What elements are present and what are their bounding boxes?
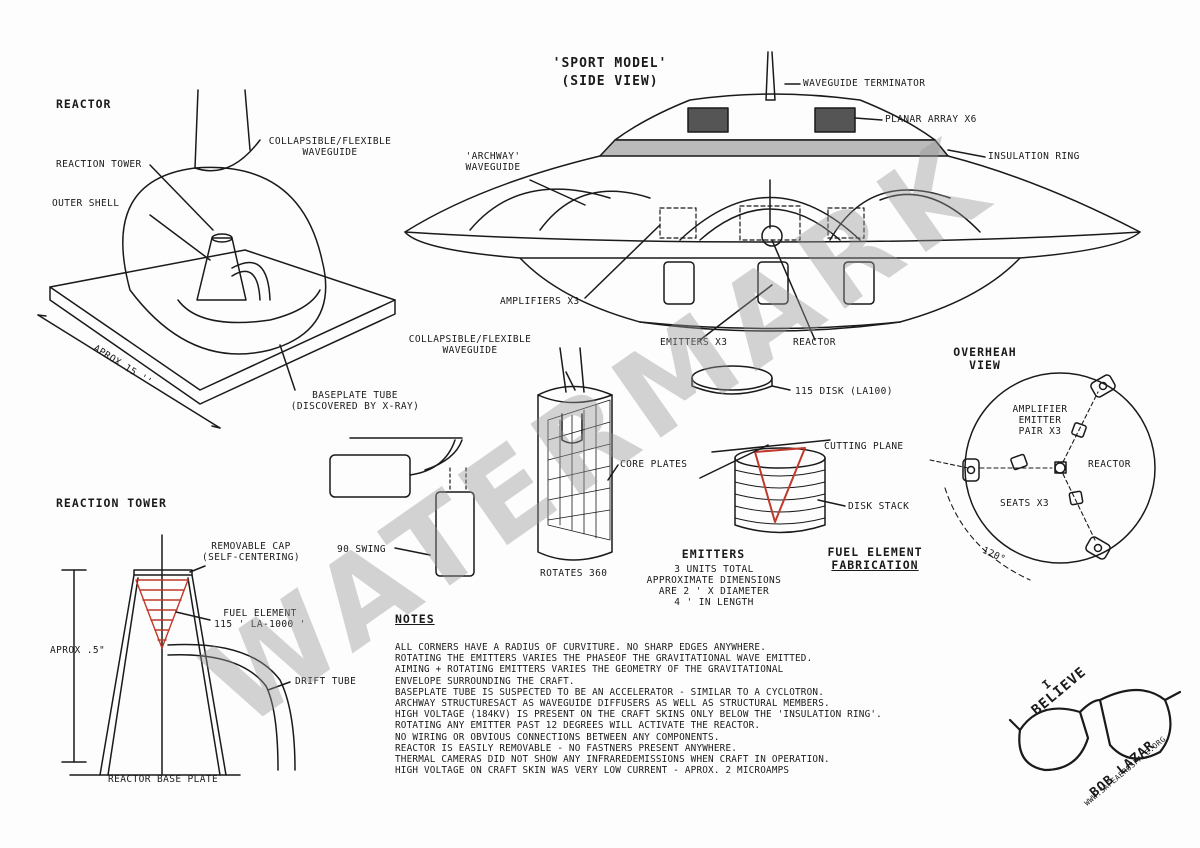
overhead-title-1: OVERHEAH: [953, 345, 1017, 359]
reactor-label-tower: REACTION TOWER: [56, 159, 142, 170]
label-planar-array: PLANAR ARRAY X6: [885, 114, 977, 125]
tower-drift-tube: DRIFT TUBE: [295, 676, 357, 687]
reactor-drawing: [37, 89, 396, 429]
notes-list: ALL CORNERS HAVE A RADIUS OF CURVITURE. …: [395, 642, 882, 776]
label-cutting-plane: CUTTING PLANE: [824, 441, 904, 452]
note-line: THERMAL CAMERAS DID NOT SHOW ANY INFRARE…: [395, 754, 830, 766]
note-line: HIGH VOLTAGE ON CRAFT SKIN WAS VERY LOW …: [395, 765, 790, 777]
label-rotates: ROTATES 360: [540, 568, 608, 579]
reactor-baseplate-1: BASEPLATE TUBE: [312, 390, 398, 401]
emitters-line-2: APPROXIMATE DIMENSIONS: [646, 575, 782, 586]
label-emitters: EMITTERS X3: [660, 337, 728, 348]
tower-base-plate: REACTOR BASE PLATE: [108, 774, 219, 785]
overhead-amplifier-1: AMPLIFIER: [1012, 404, 1068, 415]
note-line: ROTATING ANY EMITTER PAST 12 DEGREES WIL…: [395, 720, 761, 732]
label-reactor: REACTOR: [793, 337, 836, 348]
fuel-fab-title-2: FABRICATION: [831, 558, 919, 572]
emitters-line-1: 3 UNITS TOTAL: [674, 564, 754, 575]
overhead-seats: SEATS X3: [1000, 498, 1049, 509]
reactor-label-outer-shell: OUTER SHELL: [52, 198, 120, 209]
reactor-collapsible-1: COLLAPSIBLE/FLEXIBLE: [268, 136, 392, 147]
note-line: ROTATING THE EMITTERS VARIES THE PHASEOF…: [395, 653, 813, 665]
note-line: ALL CORNERS HAVE A RADIUS OF CURVITURE. …: [395, 642, 767, 653]
reactor-heading: REACTOR: [56, 97, 112, 111]
label-90-swing: 90 SWING: [337, 544, 386, 555]
tower-cap-1: REMOVABLE CAP: [211, 541, 291, 552]
reactor-collapsible-2: WAVEGUIDE: [302, 147, 358, 158]
overhead-view-drawing: [929, 372, 1156, 581]
label-waveguide-terminator: WAVEGUIDE TERMINATOR: [803, 78, 926, 89]
note-line: REACTOR IS EASILY REMOVABLE - NO FASTNER…: [395, 742, 738, 754]
emitters-line-4: 4 ' IN LENGTH: [674, 597, 754, 608]
fuel-fab-title-1: FUEL ELEMENT: [827, 545, 923, 559]
label-amplifiers: AMPLIFIERS X3: [500, 296, 580, 307]
overhead-amplifier-2: EMITTER: [1018, 415, 1062, 426]
overhead-reactor: REACTOR: [1088, 459, 1131, 470]
tower-aprox: APROX .5": [50, 645, 106, 656]
title-line-1: 'SPORT MODEL': [552, 56, 668, 71]
tower-fuel-1: FUEL ELEMENT: [223, 608, 297, 619]
note-line: ENVELOPE SURROUNDING THE CRAFT.: [395, 675, 575, 687]
note-line: HIGH VOLTAGE (184KV) IS PRESENT ON THE C…: [395, 709, 882, 721]
label-115-disk: 115 DISK (LA100): [795, 386, 893, 397]
reactor-baseplate-2: (DISCOVERED BY X-RAY): [290, 401, 420, 412]
reaction-tower-drawing: [61, 534, 296, 776]
overhead-amplifier-3: PAIR X3: [1018, 426, 1062, 437]
label-disk-stack: DISK STACK: [848, 501, 910, 512]
overhead-title-2: VIEW: [969, 358, 1001, 372]
label-insulation-ring: INSULATION RING: [988, 151, 1080, 162]
label-archway-waveguide-1: 'ARCHWAY': [465, 151, 521, 162]
core-collapsible-2: WAVEGUIDE: [442, 345, 498, 356]
disk-stack-drawing: [699, 439, 846, 534]
core-plates-drawing: [329, 347, 619, 577]
note-line: BASEPLATE TUBE IS SUSPECTED TO BE AN ACC…: [395, 686, 824, 698]
label-archway-waveguide-2: WAVEGUIDE: [465, 162, 521, 173]
disk-drawing: [691, 365, 791, 395]
tower-fuel-2: 115 ' LA-1000 ': [214, 619, 306, 630]
reaction-tower-heading: REACTION TOWER: [56, 496, 167, 510]
tower-cap-2: (SELF-CENTERING): [202, 552, 300, 563]
emitters-line-3: ARE 2 ' X DIAMETER: [658, 586, 770, 597]
believe-badge-drawing: [1008, 689, 1182, 772]
note-line: ARCHWAY STRUCTURESACT AS WAVEGUIDE DIFFU…: [395, 698, 830, 710]
label-core-plates: CORE PLATES: [620, 459, 688, 470]
note-line: NO WIRING OR OBVIOUS CONNECTIONS BETWEEN…: [395, 731, 720, 743]
notes-heading: NOTES: [395, 612, 435, 626]
note-line: AIMING + ROTATING EMITTERS VARIES THE GE…: [395, 664, 784, 676]
ufo-side-view: [404, 51, 1141, 341]
emitters-title: EMITTERS: [681, 547, 746, 561]
title-line-2: (SIDE VIEW): [561, 74, 659, 89]
core-collapsible-1: COLLAPSIBLE/FLEXIBLE: [408, 334, 532, 345]
